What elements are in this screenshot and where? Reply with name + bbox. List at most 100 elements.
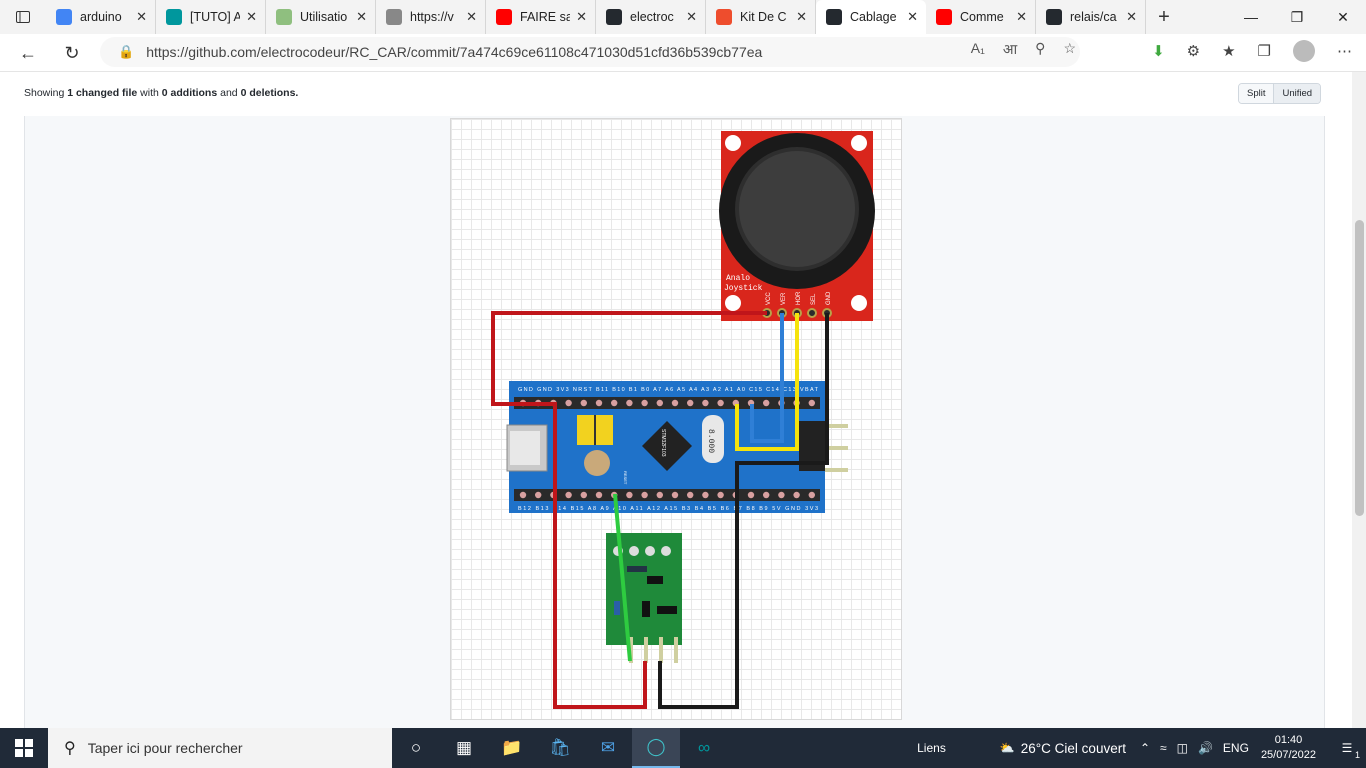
- board-pin: [611, 399, 618, 407]
- wire-data: [613, 493, 632, 662]
- file-diff-container: Analo Joystick VCC VER HOR SEL GND GND G…: [24, 116, 1325, 736]
- close-tab-icon[interactable]: ✕: [1126, 9, 1137, 24]
- clock-date: 25/07/2022: [1260, 749, 1316, 761]
- volume-icon[interactable]: 🔊: [1197, 741, 1213, 755]
- favorite-add-icon[interactable]: ☆: [1063, 40, 1076, 56]
- browser-tab[interactable]: arduino✕: [46, 0, 156, 34]
- notification-icon: ☰: [1341, 741, 1353, 755]
- close-tab-icon[interactable]: ✕: [246, 9, 257, 24]
- unified-view-button[interactable]: Unified: [1273, 84, 1321, 103]
- notification-center-button[interactable]: ☰ 1: [1328, 728, 1366, 768]
- diff-summary: Showing 1 changed file with 0 additions …: [24, 87, 298, 99]
- network-icon[interactable]: ≈: [1160, 741, 1167, 755]
- board-pin: [778, 491, 785, 499]
- back-button[interactable]: ←: [19, 42, 37, 63]
- show-hidden-icons-icon[interactable]: ⌃: [1139, 741, 1151, 755]
- browser-tab[interactable]: https://v ✕: [376, 0, 486, 34]
- wire-gnd: [658, 313, 829, 709]
- wiring-diagram: Analo Joystick VCC VER HOR SEL GND GND G…: [491, 131, 875, 709]
- page-scrollbar[interactable]: [1352, 72, 1366, 728]
- refresh-button[interactable]: ↻: [64, 42, 80, 63]
- cortana-icon[interactable]: ○: [410, 738, 422, 757]
- mcu-chip: [642, 421, 692, 471]
- browser-tab[interactable]: Utilisatio ✕: [266, 0, 376, 34]
- joystick-label-1: Analo: [726, 274, 750, 283]
- browser-tab[interactable]: Comme ✕: [926, 0, 1036, 34]
- weather-text[interactable]: 26°C Ciel couvert: [1020, 740, 1126, 756]
- changed-count[interactable]: 1 changed file: [67, 87, 138, 99]
- deletions-count: 0 deletions.: [240, 87, 299, 99]
- address-row: ← ↻ 🔒 https://github.com/electrocodeur/R…: [0, 34, 1366, 72]
- favorites-icon[interactable]: ★: [1222, 43, 1236, 60]
- mail-icon[interactable]: ✉: [600, 738, 616, 757]
- download-extension-icon[interactable]: ⬇: [1152, 43, 1165, 60]
- profile-avatar[interactable]: [1293, 40, 1315, 62]
- clock[interactable]: 01:40 25/07/2022: [1261, 733, 1316, 763]
- wire-vcc: [491, 311, 767, 709]
- edge-icon[interactable]: ◯: [632, 728, 680, 768]
- split-view-button[interactable]: Split: [1239, 84, 1274, 103]
- browser-tab[interactable]: relais/ca✕: [1036, 0, 1146, 34]
- close-tab-icon[interactable]: ✕: [576, 9, 587, 24]
- store-icon[interactable]: 🛍: [549, 738, 571, 757]
- more-menu-icon[interactable]: ⋯: [1337, 43, 1352, 60]
- close-tab-icon[interactable]: ✕: [907, 9, 918, 24]
- zoom-icon[interactable]: ⚲: [1035, 40, 1046, 56]
- diff-summary-prefix: Showing: [24, 87, 65, 99]
- translate-icon[interactable]: आ: [1002, 41, 1018, 57]
- close-window-button[interactable]: ✕: [1337, 8, 1349, 25]
- board-pin: [808, 399, 815, 407]
- github-icon: [1046, 9, 1062, 25]
- board-pin: [656, 399, 663, 407]
- diff-summary-and: and: [220, 87, 238, 99]
- battery-icon[interactable]: ◫: [1176, 741, 1188, 755]
- new-tab-button[interactable]: +: [1158, 5, 1170, 28]
- collections-icon[interactable]: ❐: [1257, 43, 1271, 60]
- tab-title: Comme: [960, 10, 1004, 24]
- close-tab-icon[interactable]: ✕: [1016, 9, 1027, 24]
- browser-tab[interactable]: FAIRE sa ✕: [486, 0, 596, 34]
- extensions-icon[interactable]: ⚙: [1186, 43, 1201, 60]
- start-button[interactable]: [0, 728, 48, 768]
- joy-pin-hor: HOR: [796, 291, 802, 305]
- browser-tab[interactable]: [TUTO] A ✕: [156, 0, 266, 34]
- youtube-icon: [936, 9, 952, 25]
- board-pin: [763, 399, 770, 407]
- read-aloud-icon[interactable]: A₁: [970, 40, 985, 56]
- close-tab-icon[interactable]: ✕: [356, 9, 367, 24]
- board-pin: [671, 399, 679, 407]
- tab-actions-icon: [16, 11, 30, 23]
- browser-tab[interactable]: electroc✕: [596, 0, 706, 34]
- board-pin: [535, 491, 542, 499]
- wire-hor: [735, 313, 799, 451]
- task-view-icon[interactable]: ▦: [455, 738, 473, 757]
- tab-title: FAIRE sa: [520, 10, 570, 24]
- language-indicator[interactable]: ENG: [1222, 741, 1249, 755]
- browser-tab[interactable]: Cablage✕: [816, 0, 926, 34]
- search-icon: ⚲: [64, 740, 76, 757]
- browser-tab[interactable]: Kit De C✕: [706, 0, 816, 34]
- reset-label: RESET: [623, 471, 628, 485]
- arduino-app-icon[interactable]: ∞: [697, 738, 711, 757]
- address-bar[interactable]: 🔒 https://github.com/electrocodeur/RC_CA…: [100, 37, 1080, 67]
- tab-title: Utilisatio: [300, 10, 348, 24]
- joy-pin-ver: VER: [781, 292, 787, 305]
- tab-title: [TUTO] A: [190, 10, 240, 24]
- tab-title: https://v: [410, 10, 454, 24]
- minimize-button[interactable]: —: [1244, 9, 1258, 25]
- board-pin: [626, 399, 633, 407]
- board-pin: [702, 491, 709, 499]
- board-pin: [565, 491, 572, 499]
- close-tab-icon[interactable]: ✕: [466, 9, 477, 24]
- close-tab-icon[interactable]: ✕: [136, 9, 147, 24]
- close-tab-icon[interactable]: ✕: [686, 9, 697, 24]
- joystick-label-2: Joystick: [724, 284, 763, 293]
- file-explorer-icon[interactable]: 📁: [501, 738, 523, 757]
- joy-pin-sel: SEL: [811, 293, 817, 305]
- links-label[interactable]: Liens: [917, 741, 946, 755]
- close-tab-icon[interactable]: ✕: [796, 9, 807, 24]
- taskbar-search[interactable]: ⚲ Taper ici pour rechercher: [48, 728, 392, 768]
- scroll-thumb[interactable]: [1355, 220, 1364, 516]
- restore-button[interactable]: ❐: [1290, 8, 1304, 25]
- tab-actions-button[interactable]: [0, 0, 46, 34]
